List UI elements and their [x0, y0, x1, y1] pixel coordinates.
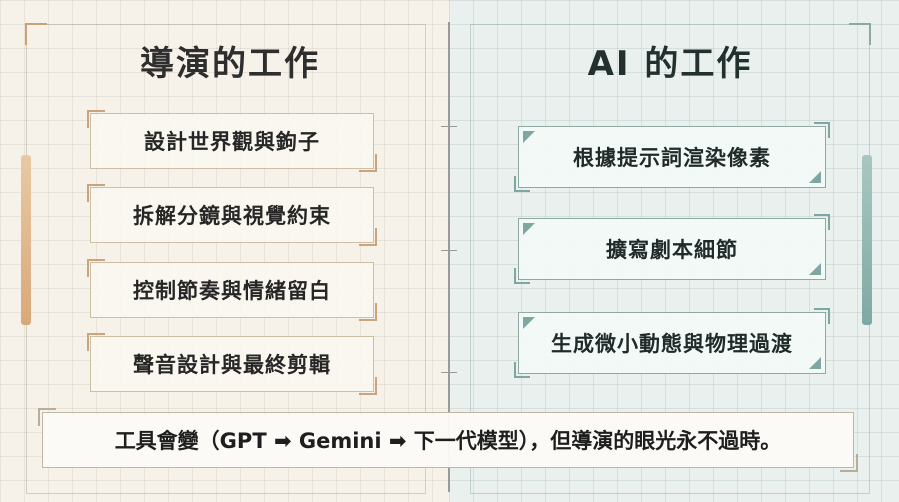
ai-task-label: 根據提示詞渲染像素	[573, 146, 771, 170]
corner-triangle-icon	[523, 131, 535, 143]
frame-corner	[849, 23, 871, 45]
director-task-1: 設計世界觀與鉤子	[87, 110, 377, 172]
ai-task-1: 根據提示詞渲染像素	[514, 122, 830, 192]
ai-task-3: 生成微小動態與物理過渡	[514, 308, 830, 378]
corner-triangle-icon	[809, 357, 821, 369]
divider-tick	[441, 126, 457, 127]
corner-triangle-icon	[809, 263, 821, 275]
director-task-3: 控制節奏與情緒留白	[87, 259, 377, 321]
director-task-4: 聲音設計與最終剪輯	[87, 333, 377, 395]
footer-banner: 工具會變（GPT ➡ Gemini ➡ 下一代模型），但導演的眼光永不過時。	[38, 408, 858, 472]
ai-task-label: 擴寫劇本細節	[606, 238, 738, 262]
corner-triangle-icon	[809, 171, 821, 183]
ai-task-2: 擴寫劇本細節	[514, 214, 830, 284]
director-heading: 導演的工作	[140, 44, 320, 84]
frame-corner	[25, 23, 47, 45]
ai-heading: AI 的工作	[587, 44, 753, 84]
center-divider	[448, 22, 450, 492]
corner-triangle-icon	[523, 317, 535, 329]
ai-task-label: 生成微小動態與物理過渡	[551, 332, 793, 356]
director-side-bar	[21, 155, 31, 325]
divider-tick	[441, 250, 457, 251]
director-task-2: 拆解分鏡與視覺約束	[87, 184, 377, 246]
divider-tick	[441, 372, 457, 373]
ai-side-bar	[862, 155, 872, 325]
corner-triangle-icon	[523, 223, 535, 235]
footer-text: 工具會變（GPT ➡ Gemini ➡ 下一代模型），但導演的眼光永不過時。	[114, 429, 782, 453]
